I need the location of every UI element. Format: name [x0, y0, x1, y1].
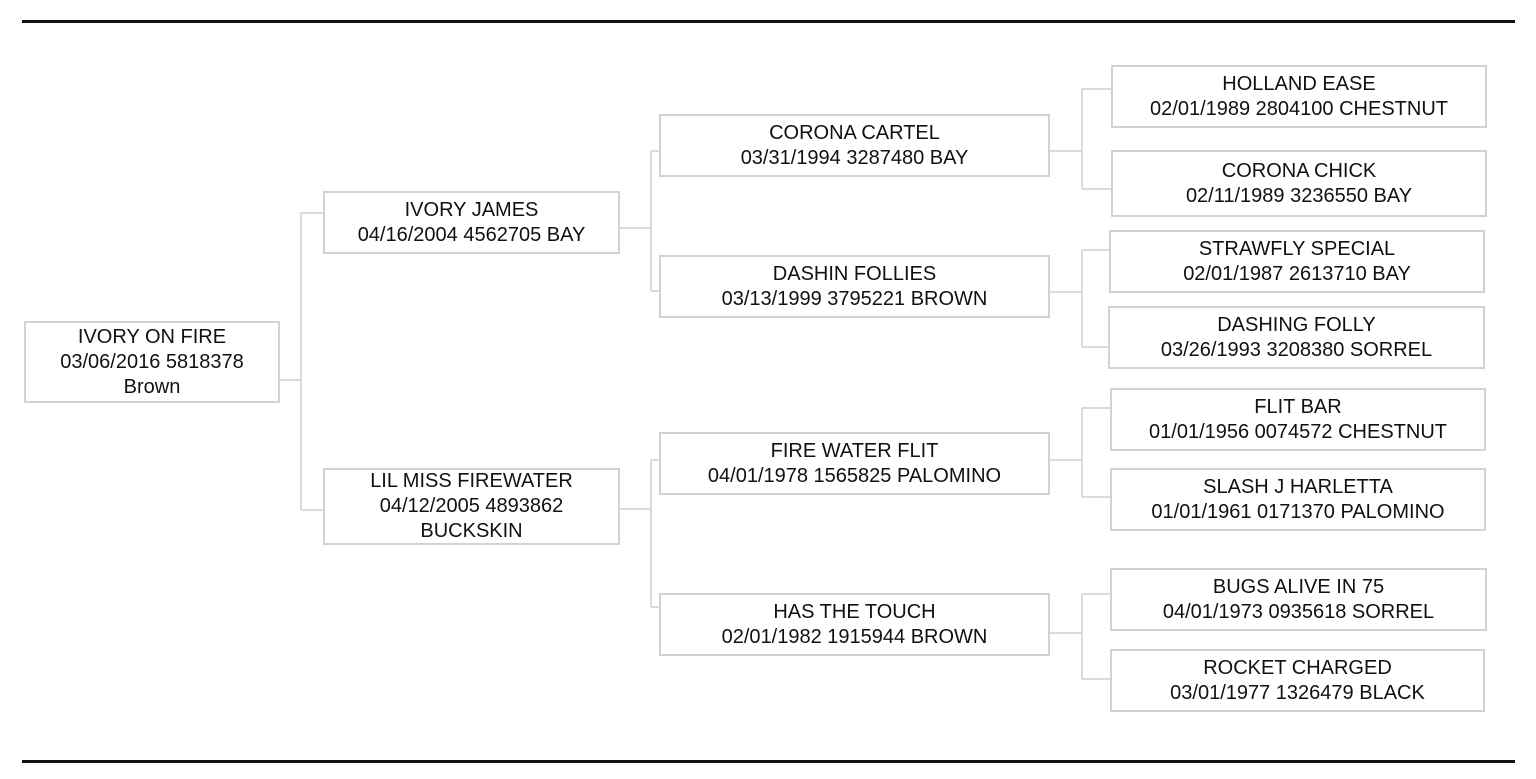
- horse-name: STRAWFLY SPECIAL: [1198, 237, 1396, 260]
- horse-color: BUCKSKIN: [420, 520, 523, 542]
- horse-details: 01/01/1956 0074572 CHESTNUT: [1149, 420, 1447, 443]
- horse-card-sire: IVORY JAMES 04/16/2004 4562705 BAY: [323, 191, 620, 254]
- horse-details: 03/06/2016 5818378: [60, 350, 244, 373]
- horse-name: DASHING FOLLY: [1217, 313, 1376, 336]
- horse-card-dam: LIL MISS FIREWATER 04/12/2005 4893862 BU…: [323, 468, 620, 545]
- horse-details: 04/01/1978 1565825 PALOMINO: [707, 464, 1002, 487]
- horse-name: ROCKET CHARGED: [1203, 656, 1392, 679]
- horse-details: 02/01/1987 2613710 BAY: [1183, 262, 1411, 285]
- horse-details: 03/13/1999 3795221 BROWN: [721, 287, 988, 310]
- horse-card-sire-dam: DASHIN FOLLIES 03/13/1999 3795221 BROWN: [659, 255, 1050, 318]
- horse-card-sire-dam-sire: STRAWFLY SPECIAL 02/01/1987 2613710 BAY: [1109, 230, 1485, 293]
- horse-details: 02/11/1989 3236550 BAY: [1185, 184, 1413, 207]
- horse-name: IVORY ON FIRE: [77, 325, 227, 348]
- horse-color: Brown: [123, 375, 181, 398]
- horse-details: 04/12/2005 4893862: [379, 495, 564, 517]
- horse-card-sire-sire: CORONA CARTEL 03/31/1994 3287480 BAY: [659, 114, 1050, 177]
- horse-card-dam-dam-dam: ROCKET CHARGED 03/01/1977 1326479 BLACK: [1110, 649, 1485, 712]
- horse-card-sire-dam-dam: DASHING FOLLY 03/26/1993 3208380 SORREL: [1108, 306, 1485, 369]
- horse-name: LIL MISS FIREWATER: [370, 470, 573, 492]
- horse-details: 02/01/1982 1915944 BROWN: [721, 625, 988, 648]
- horse-details: 01/01/1961 0171370 PALOMINO: [1151, 500, 1445, 523]
- horse-card-sire-sire-sire: HOLLAND EASE 02/01/1989 2804100 CHESTNUT: [1111, 65, 1487, 128]
- horse-card-dam-sire: FIRE WATER FLIT 04/01/1978 1565825 PALOM…: [659, 432, 1050, 495]
- horse-details: 03/31/1994 3287480 BAY: [740, 146, 969, 169]
- horse-name: DASHIN FOLLIES: [772, 262, 937, 285]
- horse-card-subject: IVORY ON FIRE 03/06/2016 5818378 Brown: [24, 321, 280, 403]
- horse-name: CORONA CARTEL: [769, 121, 940, 144]
- horse-details: 03/26/1993 3208380 SORREL: [1160, 338, 1433, 361]
- horse-card-dam-dam: HAS THE TOUCH 02/01/1982 1915944 BROWN: [659, 593, 1050, 656]
- horse-details: 04/16/2004 4562705 BAY: [357, 223, 586, 246]
- bottom-rule: [22, 760, 1515, 763]
- horse-name: SLASH J HARLETTA: [1203, 475, 1393, 498]
- horse-name: FIRE WATER FLIT: [770, 439, 939, 462]
- horse-name: HAS THE TOUCH: [773, 600, 936, 623]
- horse-details: 03/01/1977 1326479 BLACK: [1170, 681, 1425, 704]
- horse-name: CORONA CHICK: [1221, 159, 1377, 182]
- horse-card-dam-sire-dam: SLASH J HARLETTA 01/01/1961 0171370 PALO…: [1110, 468, 1486, 531]
- horse-details: 04/01/1973 0935618 SORREL: [1162, 600, 1435, 623]
- horse-name: HOLLAND EASE: [1222, 72, 1376, 95]
- horse-card-dam-dam-sire: BUGS ALIVE IN 75 04/01/1973 0935618 SORR…: [1110, 568, 1487, 631]
- horse-card-sire-sire-dam: CORONA CHICK 02/11/1989 3236550 BAY: [1111, 150, 1487, 217]
- horse-name: IVORY JAMES: [404, 198, 539, 221]
- horse-name: BUGS ALIVE IN 75: [1212, 575, 1385, 598]
- horse-details: 02/01/1989 2804100 CHESTNUT: [1150, 97, 1448, 120]
- top-rule: [22, 20, 1515, 23]
- horse-card-dam-sire-sire: FLIT BAR 01/01/1956 0074572 CHESTNUT: [1110, 388, 1486, 451]
- horse-name: FLIT BAR: [1254, 395, 1342, 418]
